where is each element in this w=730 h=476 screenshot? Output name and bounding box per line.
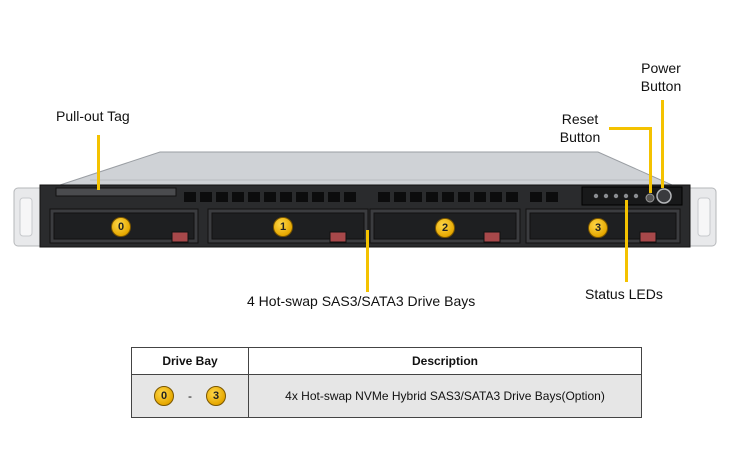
- table-row: 0 - 3 4x Hot-swap NVMe Hybrid SAS3/SATA3…: [131, 374, 642, 418]
- power-button-label-line2: Button: [640, 78, 682, 94]
- drive-bay-range-cell: 0 - 3: [131, 374, 249, 418]
- status-leds: [593, 193, 639, 199]
- pullout-tag: [55, 187, 177, 197]
- bay-range-separator: -: [188, 389, 192, 403]
- power-button-label: Power Button: [630, 59, 692, 95]
- power-button: [656, 188, 672, 204]
- reset-button: [645, 193, 655, 203]
- reset-button-leader-h: [609, 127, 652, 130]
- drive-bay-header: Drive Bay: [131, 347, 249, 375]
- bay-badge-2: 2: [435, 218, 455, 238]
- pullout-tag-label: Pull-out Tag: [56, 108, 130, 124]
- bay-badge-3: 3: [588, 218, 608, 238]
- power-button-leader: [661, 100, 664, 188]
- status-leds-leader: [625, 200, 628, 282]
- description-cell: 4x Hot-swap NVMe Hybrid SAS3/SATA3 Drive…: [248, 374, 642, 418]
- drive-bay-table: Drive Bay Description 0 - 3 4x Hot-swap …: [131, 347, 642, 418]
- status-leds-label: Status LEDs: [585, 286, 663, 302]
- pullout-tag-leader: [97, 135, 100, 190]
- description-header: Description: [248, 347, 642, 375]
- reset-button-leader-v: [649, 127, 652, 193]
- control-panel: [581, 186, 683, 206]
- reset-button-label-line2: Button: [559, 129, 601, 145]
- bay-range-end-badge: 3: [206, 386, 226, 406]
- reset-button-label-line1: Reset: [561, 111, 599, 127]
- table-header-row: Drive Bay Description: [131, 347, 642, 375]
- power-button-label-line1: Power: [641, 60, 681, 76]
- bay-badge-0: 0: [111, 217, 131, 237]
- drive-bays-label: 4 Hot-swap SAS3/SATA3 Drive Bays: [247, 293, 476, 309]
- bay-range-start-badge: 0: [154, 386, 174, 406]
- drive-bays-leader: [366, 230, 369, 292]
- bay-badge-1: 1: [273, 217, 293, 237]
- reset-button-label: Reset Button: [550, 110, 610, 146]
